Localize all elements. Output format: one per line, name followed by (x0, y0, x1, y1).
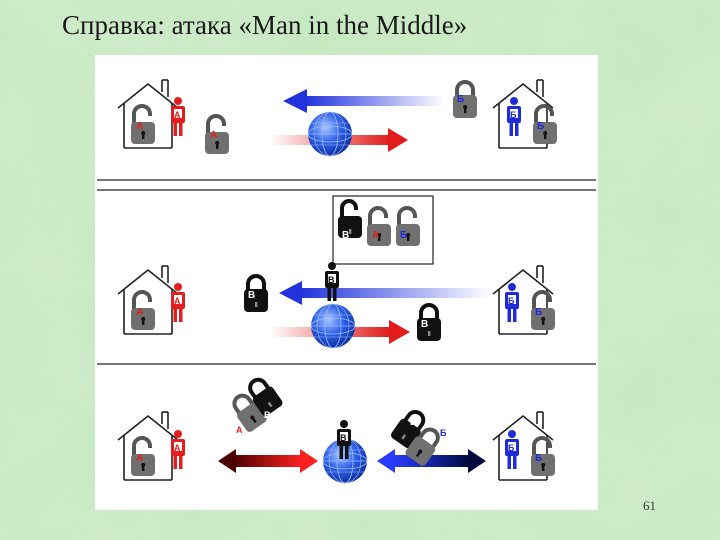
lock-label-bob: Б (535, 453, 542, 464)
arrow-blue-left (283, 89, 445, 113)
diagram-panel: А А А Б Б Б В (95, 55, 598, 510)
lock-label-alice: А (372, 230, 379, 241)
page-number: 61 (643, 498, 656, 513)
lock-label-mallory: В (248, 290, 255, 301)
person-label-bob: Б (508, 443, 515, 453)
person-label-alice: А (174, 296, 181, 306)
padlock-black-open-icon (338, 199, 362, 238)
lock-label-alice: А (210, 130, 217, 141)
globe-icon (310, 303, 356, 349)
lock-label-mallory: В (421, 319, 428, 330)
lock-label-alice: А (136, 453, 143, 464)
mallory-lock-box: В А Б (332, 195, 434, 265)
lock-label-bob: Б (537, 121, 544, 132)
person-label-bob: Б (508, 296, 515, 306)
lock-label-mallory: В (264, 410, 271, 420)
lock-label-bob: Б (440, 428, 447, 438)
lock-label-mallory: В (342, 230, 349, 241)
slide-title: Справка: атака «Man in the Middle» (62, 10, 468, 40)
section-1: А А А Б Б Б (97, 79, 596, 181)
person-label-bob: Б (510, 110, 517, 120)
globe-icon (307, 111, 353, 157)
arrow-blue-left (279, 281, 490, 305)
lock-label-mallory: В (410, 417, 417, 427)
lock-label-alice: А (136, 307, 143, 318)
person-label-alice: А (174, 443, 181, 453)
person-label-alice: А (174, 110, 181, 120)
person-label-mallory: В (340, 433, 347, 443)
section-2: В А Б А А В В В Б Б (97, 189, 596, 365)
section-3: А А А В В В Б Б Б (117, 372, 557, 484)
arrow-red-double (218, 449, 318, 473)
alice-lock-pair (226, 372, 287, 436)
lock-label-alice: А (136, 121, 143, 132)
lock-label-alice: А (236, 425, 243, 435)
lock-label-bob: Б (400, 230, 407, 241)
lock-label-bob: Б (457, 94, 464, 105)
lock-label-bob: Б (535, 307, 542, 318)
person-label-mallory: В (328, 275, 335, 285)
